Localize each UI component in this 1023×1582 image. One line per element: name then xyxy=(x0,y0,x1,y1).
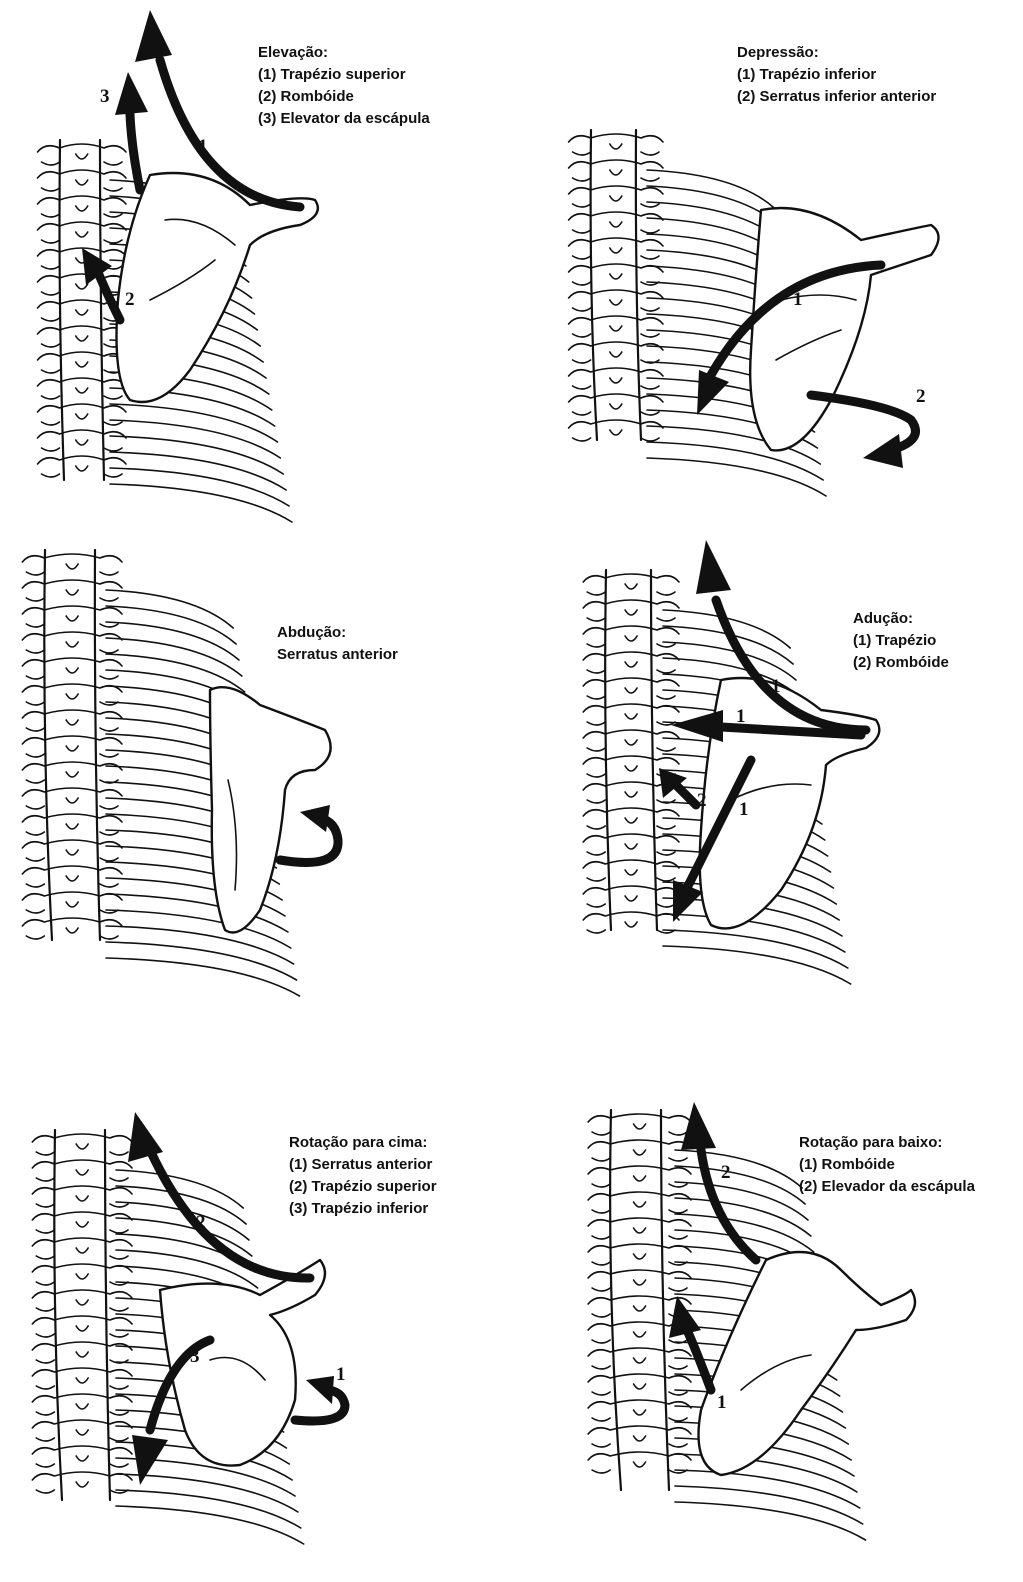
caption-item: (1) Rombóide xyxy=(799,1154,975,1176)
abduction-arrow xyxy=(280,805,338,863)
caption-title: Rotação para cima: xyxy=(289,1132,437,1154)
arrow-label: 1 xyxy=(739,799,749,820)
arrow-2 xyxy=(659,768,696,805)
caption-item: (2) Serratus inferior anterior xyxy=(737,86,936,108)
arrow-label: 3 xyxy=(100,86,110,107)
arrow-label: 1 xyxy=(717,1392,727,1413)
scapula xyxy=(750,208,938,450)
caption-item: (2) Elevador da escápula xyxy=(799,1176,975,1198)
arrow-label: 1 xyxy=(793,289,803,310)
arrow-label: 2 xyxy=(125,289,135,310)
panel-downward-rotation: 2 1 Rotação para baixo: (1) Rombóide (2)… xyxy=(511,1090,1023,1582)
caption-item: (2) Trapézio superior xyxy=(289,1176,437,1198)
caption: Abdução: Serratus anterior xyxy=(277,622,398,666)
caption: Rotação para cima: (1) Serratus anterior… xyxy=(289,1132,437,1220)
caption: Depressão: (1) Trapézio inferior (2) Ser… xyxy=(737,42,936,108)
caption-item: (1) Trapézio superior xyxy=(258,64,430,86)
caption-item: (1) Trapézio inferior xyxy=(737,64,936,86)
arrow-label: 1 xyxy=(336,1364,346,1385)
adduction-illustration: 1 1 1 2 xyxy=(511,530,1023,1040)
abduction-illustration xyxy=(0,530,511,1030)
arrow-label: 2 xyxy=(916,386,926,407)
spine xyxy=(588,1110,691,1490)
arrow-label: 2 xyxy=(697,790,707,811)
caption-item: Serratus anterior xyxy=(277,644,398,666)
caption-item: (3) Trapézio inferior xyxy=(289,1198,437,1220)
panel-depression: 1 2 Depressão: (1) Trapézio inferior (2)… xyxy=(511,0,1023,520)
caption-item: (1) Trapézio xyxy=(853,630,949,652)
caption-item: (2) Rombóide xyxy=(258,86,430,108)
spine xyxy=(583,570,679,933)
caption: Elevação: (1) Trapézio superior (2) Romb… xyxy=(258,42,430,130)
caption-title: Rotação para baixo: xyxy=(799,1132,975,1154)
arrow-label: 1 xyxy=(771,676,781,697)
panel-elevation: 3 1 2 Elevação: (1) Trapézio superior (2… xyxy=(0,0,511,520)
arrow-2 xyxy=(681,1102,756,1260)
arrow-label: 2 xyxy=(196,1212,206,1233)
arrow-label: 2 xyxy=(721,1162,731,1183)
caption: Adução: (1) Trapézio (2) Rombóide xyxy=(853,608,949,674)
arrow-label: 1 xyxy=(736,706,746,727)
arrow-label: 1 xyxy=(198,136,208,157)
panel-upward-rotation: 2 3 1 Rotação para cima: (1) Serratus an… xyxy=(0,1090,511,1582)
arrow-label: 3 xyxy=(190,1346,200,1367)
caption-item: (1) Serratus anterior xyxy=(289,1154,437,1176)
caption: Rotação para baixo: (1) Rombóide (2) Ele… xyxy=(799,1132,975,1198)
panel-abduction: Abdução: Serratus anterior xyxy=(0,530,511,1030)
spine xyxy=(22,550,122,940)
caption-title: Elevação: xyxy=(258,42,430,64)
scapula xyxy=(699,1252,916,1475)
caption-item: (2) Rombóide xyxy=(853,652,949,674)
elevation-illustration: 3 1 2 xyxy=(0,0,511,520)
panel-adduction: 1 1 1 2 Adução: (1) Trapézio (2) Rombóid… xyxy=(511,530,1023,1040)
caption-item: (3) Elevator da escápula xyxy=(258,108,430,130)
caption-title: Abdução: xyxy=(277,622,398,644)
caption-title: Depressão: xyxy=(737,42,936,64)
caption-title: Adução: xyxy=(853,608,949,630)
